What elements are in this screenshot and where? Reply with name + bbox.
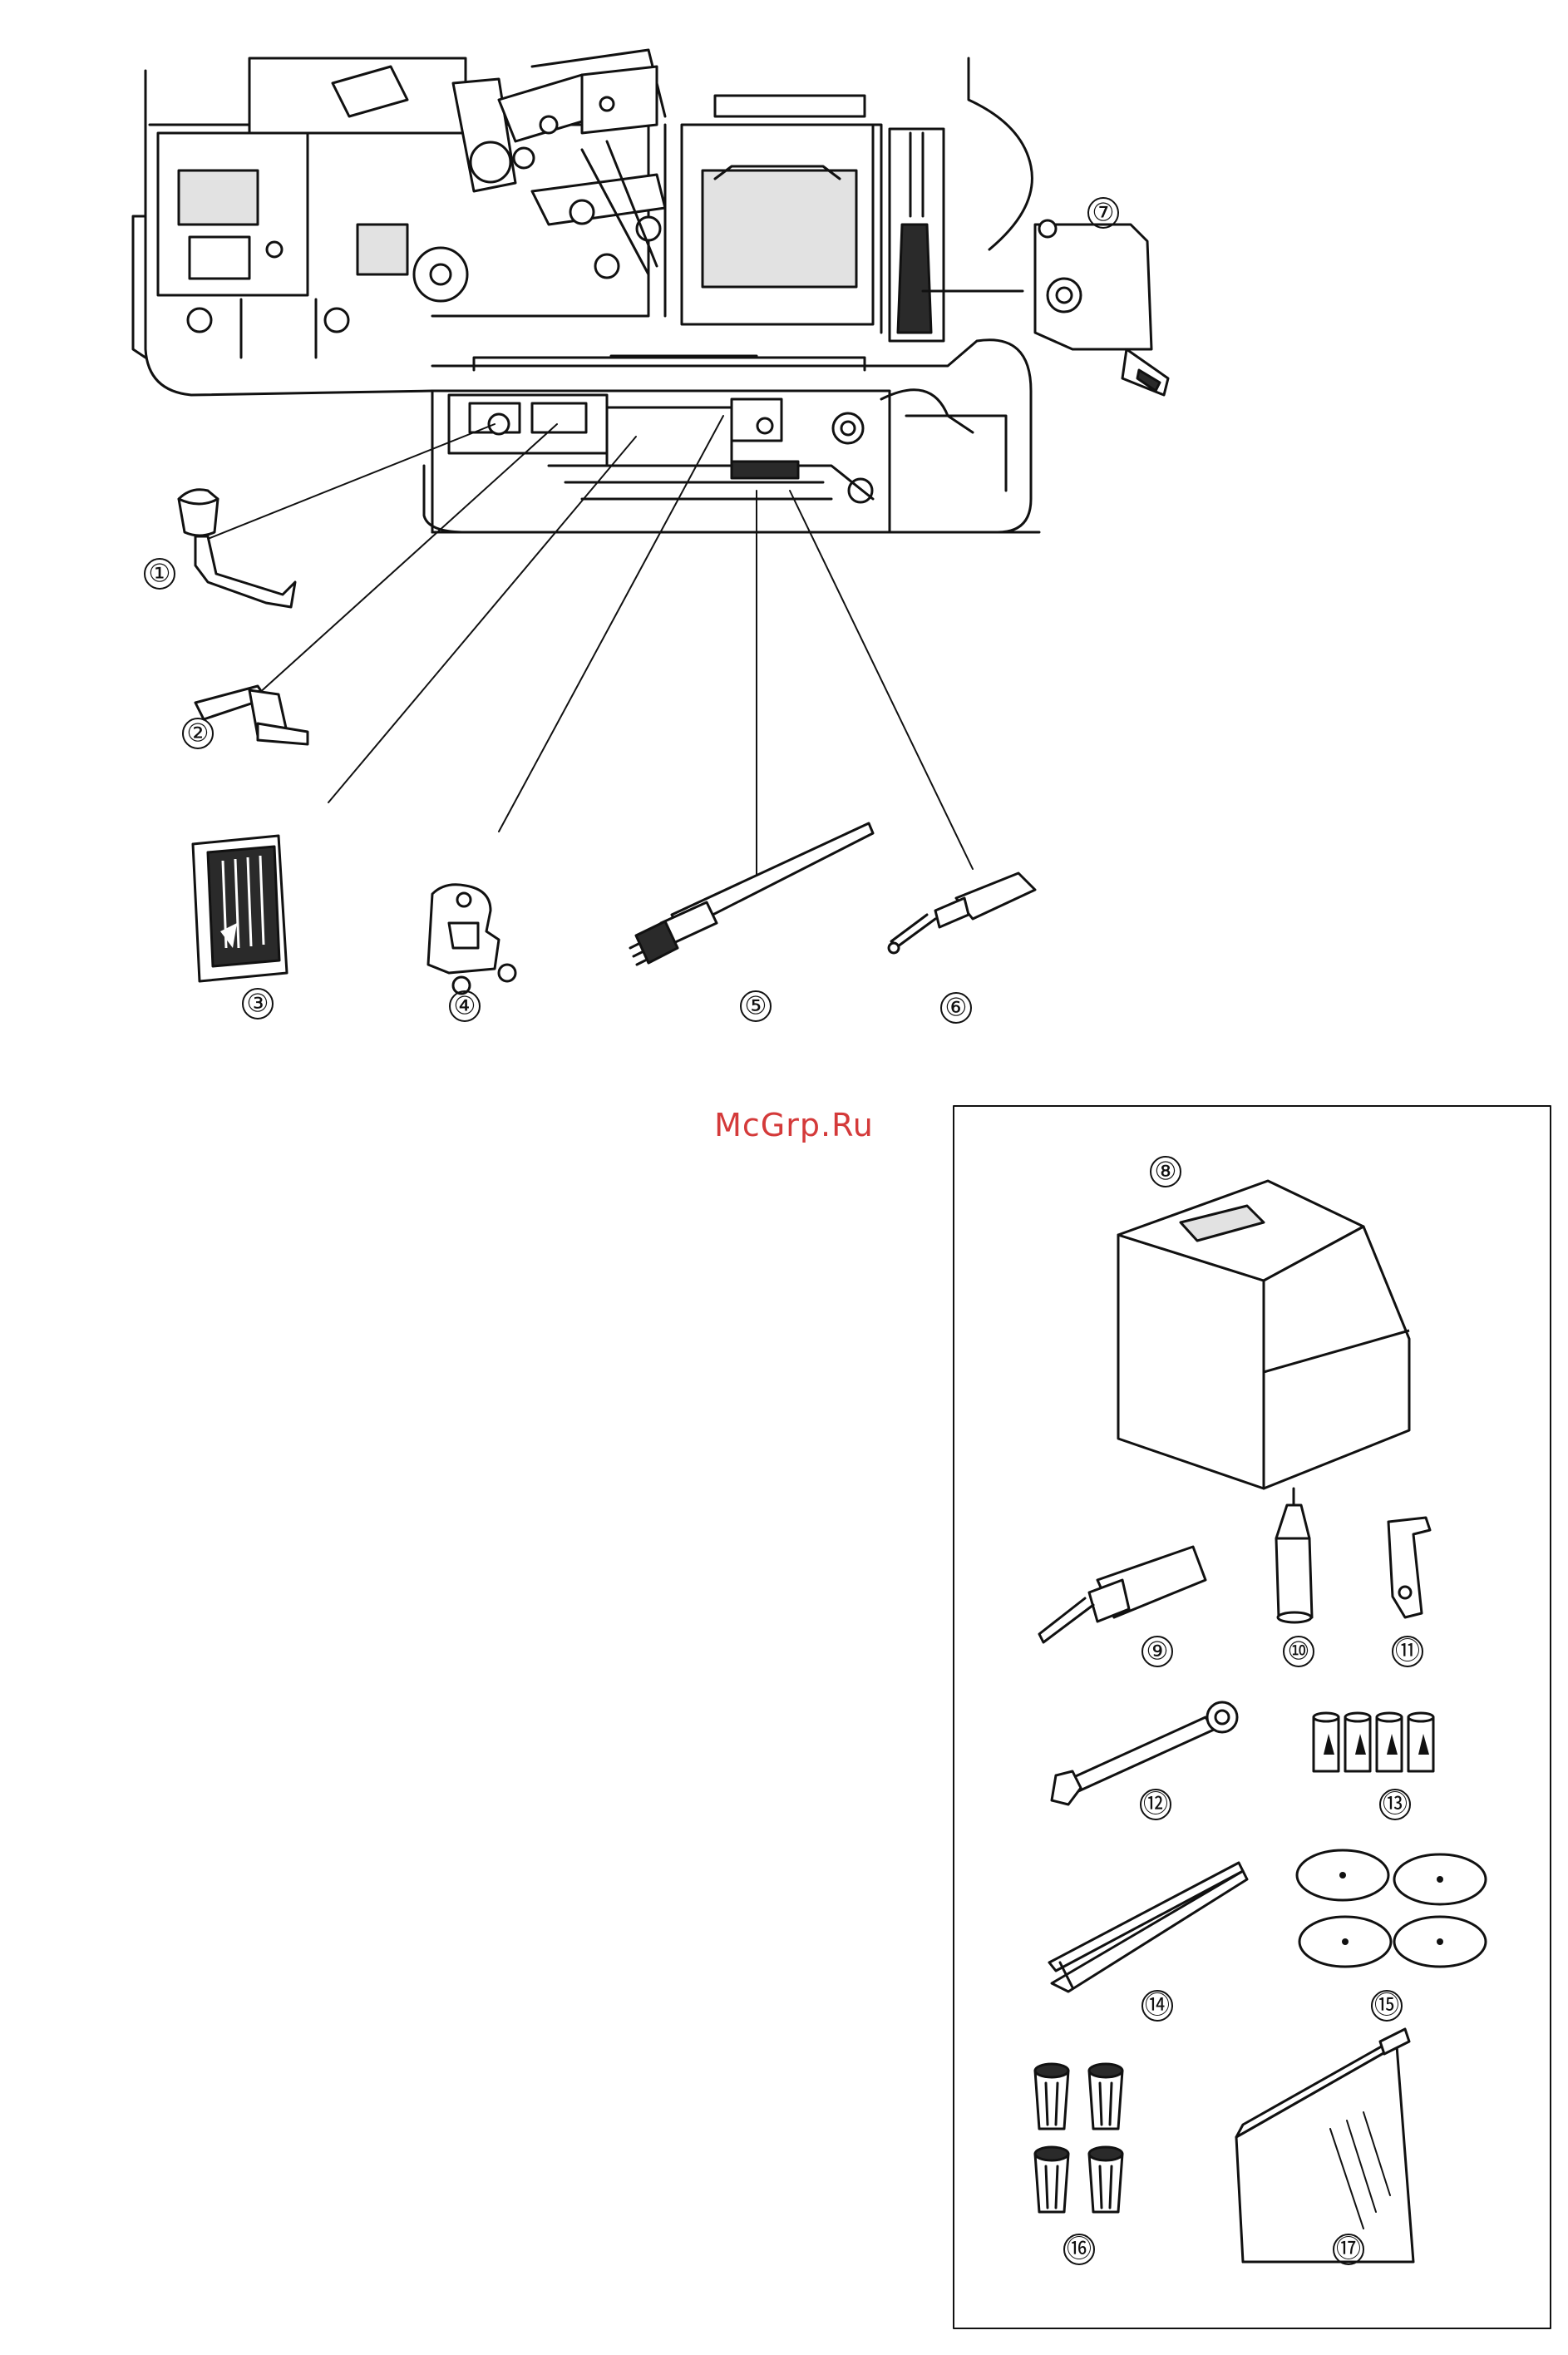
part-8-illustration (1118, 1181, 1409, 1489)
part-13-illustration (1314, 1713, 1433, 1771)
callout-8: ⑧ (1155, 1158, 1177, 1187)
callout-7: ⑦ (1092, 199, 1115, 228)
callout-13: ⑬ (1383, 1790, 1408, 1819)
part-17-illustration (1236, 2029, 1413, 2262)
callout-10: ⑩ (1288, 1637, 1310, 1666)
callout-1: ① (149, 560, 171, 589)
callout-3: ③ (247, 990, 269, 1019)
callout-12: ⑫ (1143, 1790, 1168, 1819)
part-3-illustration (193, 836, 287, 981)
part-10-illustration (1276, 1489, 1312, 1622)
part-5-illustration (630, 823, 873, 965)
watermark-text: McGrp.Ru (703, 1107, 885, 1143)
callout-14: ⑭ (1145, 1992, 1170, 2021)
callout-9: ⑨ (1146, 1637, 1169, 1666)
callout-15: ⑮ (1374, 1992, 1399, 2021)
part-9-illustration (1039, 1547, 1206, 1642)
callout-4: ④ (454, 992, 476, 1021)
callout-5: ⑤ (745, 992, 767, 1021)
callout-16: ⑯ (1067, 2235, 1092, 2264)
part-16-illustration (1035, 2064, 1122, 2212)
part-1-illustration (179, 490, 295, 607)
sewing-machine-illustration (133, 50, 1039, 532)
part-15-illustration (1297, 1850, 1486, 1967)
part-7-illustration (923, 220, 1168, 395)
part-4-illustration (428, 885, 515, 994)
callout-6: ⑥ (945, 994, 968, 1023)
accessory-panel: ⑧ ⑨ ⑩ ⑪ ⑫ ⑬ ⑭ ⑮ ⑯ ⑰ (954, 1106, 1551, 2328)
callout-17: ⑰ (1336, 2235, 1361, 2264)
part-14-illustration (1049, 1863, 1247, 1992)
part-11-illustration (1388, 1518, 1430, 1617)
callout-2: ② (187, 719, 210, 748)
callout-11: ⑪ (1395, 1637, 1420, 1666)
part-6-illustration (889, 873, 1035, 953)
